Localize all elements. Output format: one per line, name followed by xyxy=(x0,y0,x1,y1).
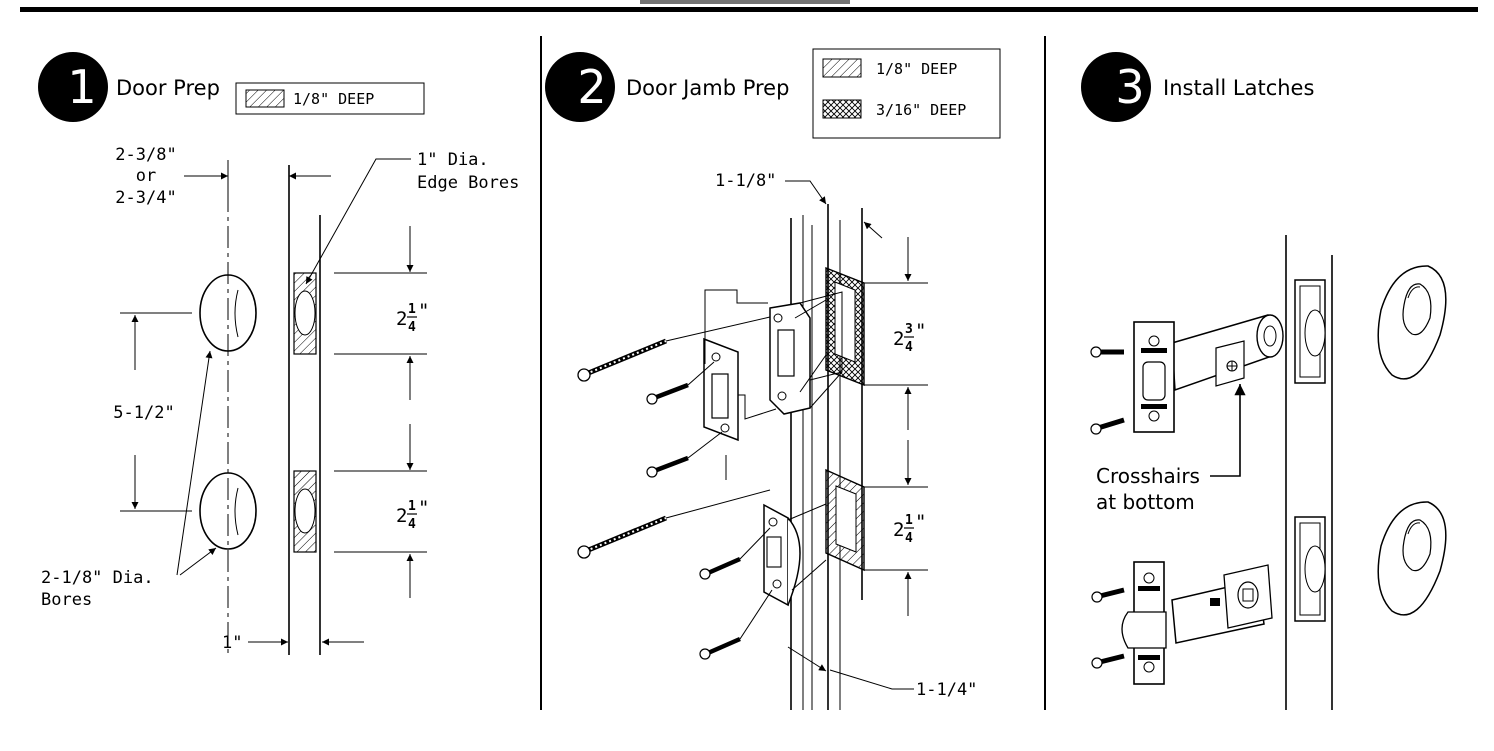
svg-text:3: 3 xyxy=(905,322,913,337)
mortise-top-dim: 2 1 4 " xyxy=(396,300,429,335)
svg-text:2: 2 xyxy=(396,308,407,330)
panel-install-latches: 3 Install Latches xyxy=(1081,52,1447,710)
bore-leader-bottom xyxy=(179,547,217,576)
step-3-title: Install Latches xyxy=(1163,76,1314,100)
cross-bore-top xyxy=(199,274,257,352)
edge-bore-label-line-2: Edge Bores xyxy=(417,173,519,193)
crosshairs-note-line-1: Crosshairs xyxy=(1096,464,1200,488)
step-3-badge: 3 xyxy=(1081,52,1151,122)
strike-plate-lower xyxy=(763,503,801,607)
edge-bore-label-line-1: 1" Dia. xyxy=(417,150,489,170)
jamb-mortise-upper xyxy=(825,266,865,387)
jamb-setback-bottom-label: 1-1/4" xyxy=(916,680,977,700)
legend-1: 1/8" DEEP xyxy=(235,82,425,115)
strike-box xyxy=(769,291,843,415)
step-1-badge: 1 xyxy=(38,52,108,122)
screw-long-lower xyxy=(577,455,771,559)
cross-bore-upper xyxy=(1377,265,1447,380)
edge-mortise-top xyxy=(293,272,317,355)
svg-text:4: 4 xyxy=(905,340,913,355)
jamb-mortise-lower xyxy=(825,468,865,572)
screw-long-upper xyxy=(577,316,771,382)
backset-line-1: 2-3/8" xyxy=(115,145,176,165)
header-rule xyxy=(20,7,1478,12)
crosshairs-note-line-2: at bottom xyxy=(1096,490,1195,514)
edge-width-label: 1" xyxy=(222,633,242,653)
svg-text:2: 2 xyxy=(893,328,904,350)
backset-line-3: 2-3/4" xyxy=(115,188,176,208)
backset-line-2: or xyxy=(136,166,156,186)
latch-lower-screw-1 xyxy=(1091,587,1125,603)
step-2-number: 2 xyxy=(577,60,606,114)
bore-spacing-label: 5-1/2" xyxy=(113,403,174,423)
latch-lower xyxy=(1121,561,1273,685)
legend-1-label: 1/8" DEEP xyxy=(293,90,374,108)
svg-text:4: 4 xyxy=(408,517,416,532)
svg-text:1: 1 xyxy=(408,499,416,514)
screw-short-middle xyxy=(646,431,723,478)
edge-mortise-bottom xyxy=(293,470,317,553)
edge-bore-upper xyxy=(1294,279,1326,384)
jamb-lower-mortise-dim: 2 1 4 " xyxy=(893,511,926,546)
screw-short-upper xyxy=(646,361,715,405)
screw-short-lower-2 xyxy=(699,589,773,660)
legend-2-label-1: 1/8" DEEP xyxy=(876,60,957,78)
svg-text:2: 2 xyxy=(893,519,904,541)
svg-text:": " xyxy=(418,300,429,322)
step-3-number: 3 xyxy=(1115,60,1144,114)
svg-text:4: 4 xyxy=(408,320,416,335)
mortise-bottom-dim: 2 1 4 " xyxy=(396,497,429,532)
svg-text:": " xyxy=(915,511,926,533)
svg-text:": " xyxy=(915,320,926,342)
step-1-number: 1 xyxy=(67,60,96,114)
edge-bore-leader xyxy=(305,158,411,285)
step-1-title: Door Prep xyxy=(116,76,220,100)
svg-text:4: 4 xyxy=(905,531,913,546)
step-2-badge: 2 xyxy=(545,52,615,122)
svg-text:1: 1 xyxy=(408,302,416,317)
step-2-title: Door Jamb Prep xyxy=(626,76,789,100)
svg-text:2: 2 xyxy=(396,505,407,527)
latch-upper-screw-2 xyxy=(1090,417,1125,435)
bore-label-line-2: Bores xyxy=(41,590,92,610)
svg-text:": " xyxy=(418,497,429,519)
cross-bore-bottom xyxy=(199,472,257,550)
latch-lower-screw-2 xyxy=(1091,653,1125,669)
panel-door-jamb-prep: 2 Door Jamb Prep 1/8" DEEP 3/16" DEEP xyxy=(545,48,1001,710)
latch-upper xyxy=(1133,314,1284,433)
jamb-upper-mortise-dim: 2 3 4 " xyxy=(893,320,926,355)
bore-label-line-1: 2-1/8" Dia. xyxy=(41,568,154,588)
strike-plate-upper xyxy=(703,337,739,442)
cross-bore-lower xyxy=(1377,501,1447,616)
jamb-setback-top-label: 1-1/8" xyxy=(715,171,776,191)
legend-2: 1/8" DEEP 3/16" DEEP xyxy=(812,48,1001,139)
screw-short-lower-1 xyxy=(699,527,771,580)
legend-2-label-2: 3/16" DEEP xyxy=(876,101,966,119)
crosshairs-leader xyxy=(1210,384,1246,477)
panel-door-prep: 1 Door Prep 1/8" DEEP 2-3/8" or 2-3/4" xyxy=(38,52,519,655)
latch-upper-screw-1 xyxy=(1090,346,1124,358)
edge-bore-lower xyxy=(1294,516,1326,622)
bore-leader-top xyxy=(176,350,213,576)
header-clipped-title xyxy=(640,0,850,4)
svg-text:1: 1 xyxy=(905,513,913,528)
